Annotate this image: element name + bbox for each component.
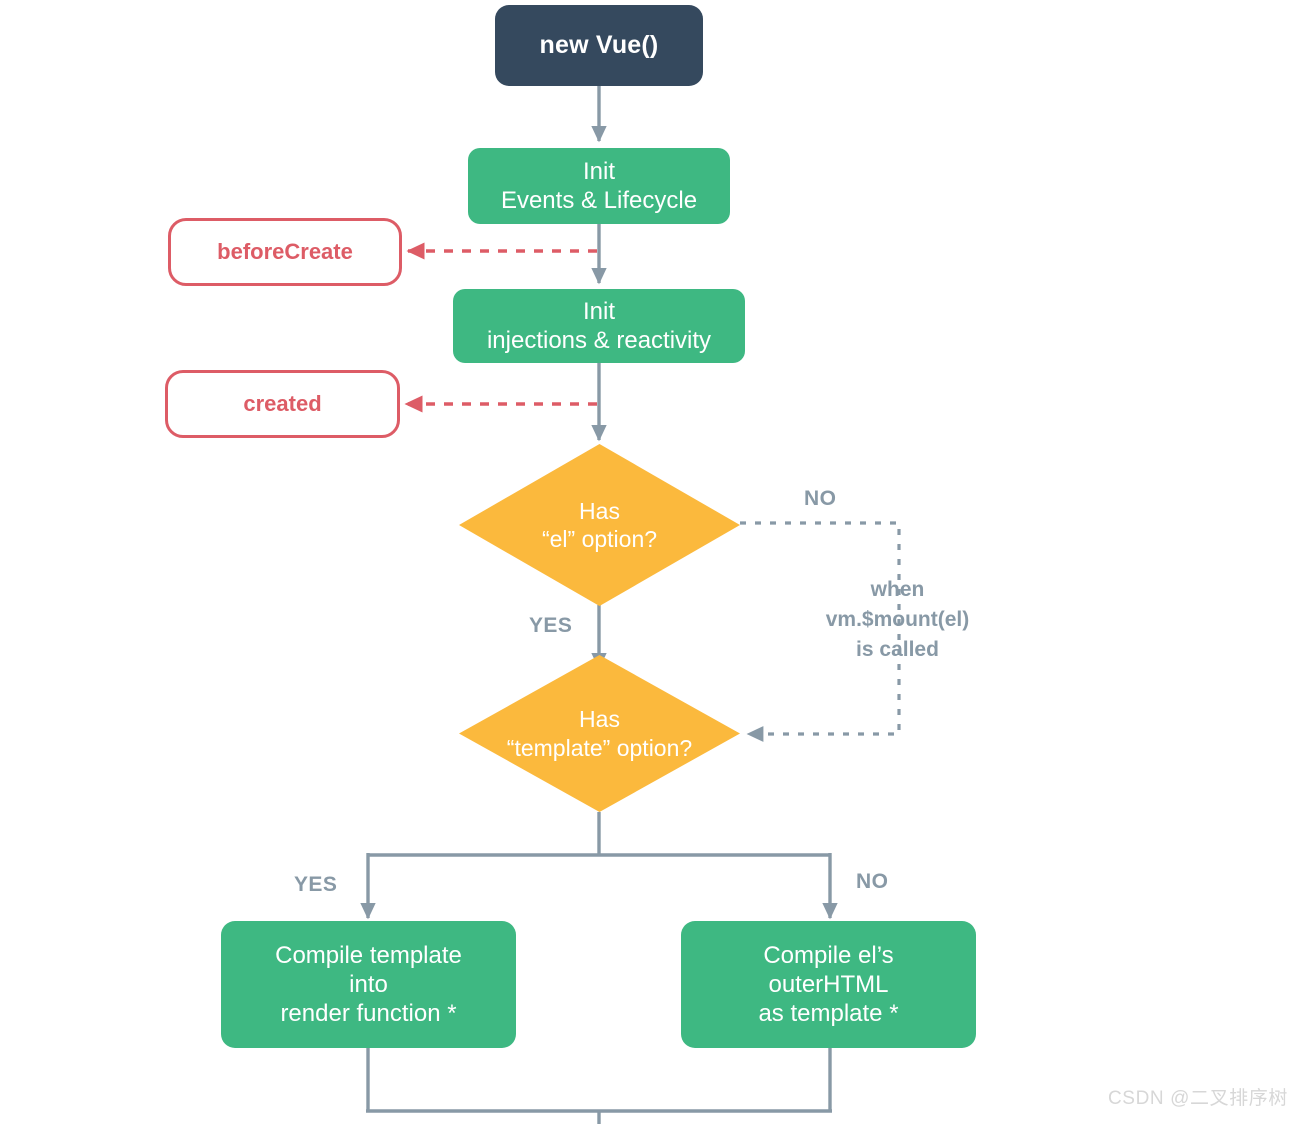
- node-init-events-lifecycle-line1: Init: [582, 157, 615, 185]
- node-hook-created[interactable]: created: [165, 370, 400, 438]
- node-new-vue[interactable]: new Vue(): [495, 5, 703, 86]
- node-compile-el-outerhtml-as-template[interactable]: Compile el’s outerHTML as template *: [681, 921, 976, 1048]
- edge-label-template-no: NO: [856, 870, 889, 893]
- connector-decision-template-split: [360, 812, 838, 920]
- node-hook-created-label: created: [243, 390, 322, 416]
- node-new-vue-label: new Vue(): [539, 31, 659, 60]
- node-init-injections-reactivity[interactable]: Init injections & reactivity: [453, 289, 745, 363]
- watermark-credit: CSDN @二叉排序树: [1107, 1088, 1288, 1109]
- node-compile-el-text: Compile el’s outerHTML as template *: [758, 941, 898, 1029]
- node-init-injections-reactivity-line2: injections & reactivity: [486, 327, 712, 354]
- edge-label-el-yes: YES: [529, 614, 573, 637]
- node-hook-before-create[interactable]: beforeCreate: [168, 218, 402, 286]
- node-decision-has-template-option-text: Has “template” option?: [459, 705, 740, 761]
- node-decision-has-template-option-line2: “template” option?: [506, 734, 693, 761]
- node-decision-has-template-option[interactable]: Has “template” option?: [459, 655, 740, 812]
- node-decision-has-el-option-line1: Has: [579, 497, 620, 524]
- node-hook-before-create-label: beforeCreate: [217, 238, 353, 264]
- node-compile-template-line3: render function *: [280, 1000, 457, 1028]
- node-init-events-lifecycle[interactable]: Init Events & Lifecycle: [468, 148, 730, 224]
- node-decision-has-el-option-text: Has “el” option?: [459, 497, 740, 553]
- edge-label-template-yes: YES: [294, 873, 338, 896]
- node-decision-has-el-option[interactable]: Has “el” option?: [459, 444, 740, 606]
- node-compile-el-line2: outerHTML: [768, 970, 889, 998]
- node-init-injections-reactivity-text: Init injections & reactivity: [487, 297, 711, 356]
- connector-compile-merge: [366, 1048, 832, 1124]
- node-init-events-lifecycle-text: Init Events & Lifecycle: [501, 157, 697, 216]
- node-compile-template-text: Compile template into render function *: [275, 941, 462, 1029]
- node-compile-template-line2: into: [349, 970, 388, 998]
- node-compile-el-line1: Compile el’s: [763, 941, 894, 969]
- node-decision-has-template-option-line1: Has: [579, 706, 620, 733]
- node-compile-el-line3: as template *: [758, 1000, 899, 1028]
- node-init-events-lifecycle-line2: Events & Lifecycle: [500, 187, 698, 214]
- node-init-injections-reactivity-line1: Init: [582, 297, 615, 325]
- node-compile-template-line1: Compile template: [275, 941, 462, 969]
- node-compile-template-into-render-function[interactable]: Compile template into render function *: [221, 921, 516, 1048]
- node-decision-has-el-option-line2: “el” option?: [541, 526, 658, 552]
- edge-label-el-no: NO: [804, 487, 837, 510]
- edge-note-vm-mount: when vm.$mount(el) is called: [825, 578, 970, 661]
